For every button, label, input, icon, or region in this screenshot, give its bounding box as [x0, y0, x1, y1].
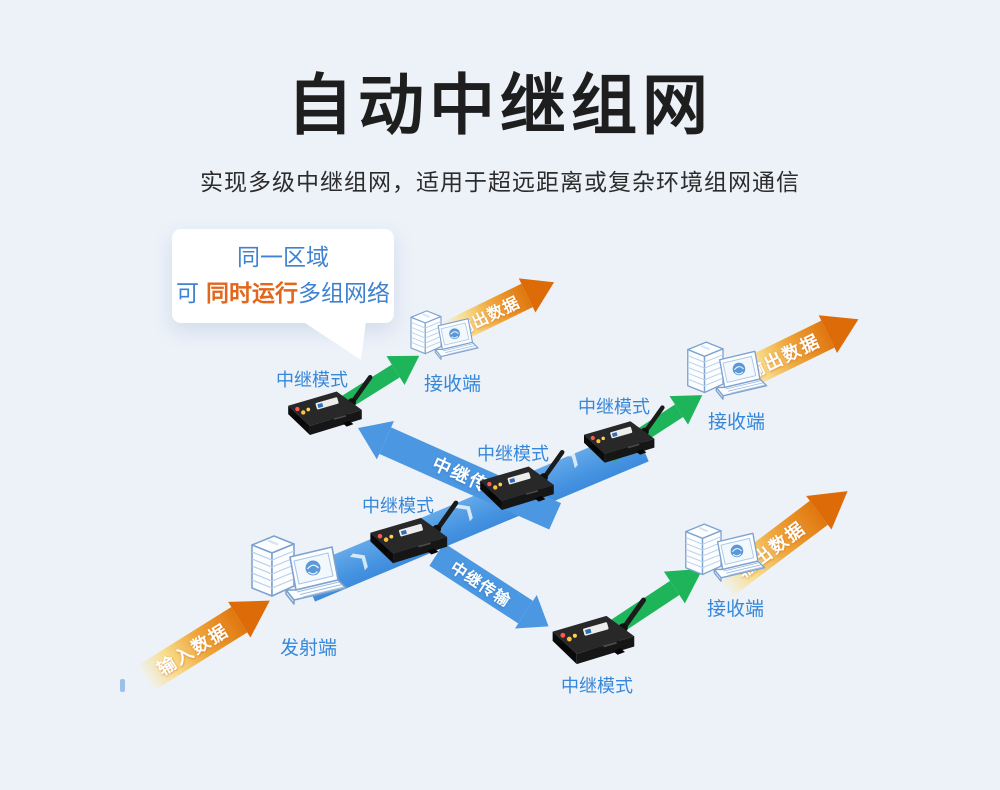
bubble-line2-prefix: 可 [176, 280, 199, 306]
input-data-label: 输入数据 [153, 620, 233, 680]
receiver-label-2: 接收端 [708, 412, 766, 433]
bubble-line1: 同一区域 [237, 244, 329, 271]
receiver-label-3: 接收端 [707, 599, 765, 620]
relay-mode-label-4: 中继模式 [578, 397, 650, 417]
page-subtitle: 实现多级中继组网，适用于超远距离或复杂环境组网通信 [200, 169, 800, 195]
bubble-line2-highlight: 同时运行 [206, 280, 298, 306]
relay-mode-label-5: 中继模式 [561, 676, 633, 696]
page-title: 自动中继组网 [287, 68, 713, 142]
server-laptop-icon [238, 520, 350, 628]
server-laptop-icon [674, 514, 768, 598]
transmitter-label: 发射端 [280, 638, 338, 659]
relay-device-icon [548, 592, 650, 674]
speech-bubble-tail [302, 321, 366, 360]
server-laptop-icon [676, 330, 770, 418]
receiver-label-1: 接收端 [424, 374, 482, 395]
relay-mode-label-1: 中继模式 [276, 370, 348, 390]
bubble-line2-suffix: 多组网络 [298, 280, 390, 306]
server-laptop-icon [401, 302, 481, 374]
relay-mode-label-3: 中继模式 [477, 444, 549, 464]
stray-mark [120, 679, 125, 692]
speech-bubble: 同一区域 可同时运行多组网络 [172, 229, 394, 323]
bubble-line2: 可同时运行多组网络 [176, 276, 390, 312]
relay-mode-label-2: 中继模式 [362, 496, 434, 516]
